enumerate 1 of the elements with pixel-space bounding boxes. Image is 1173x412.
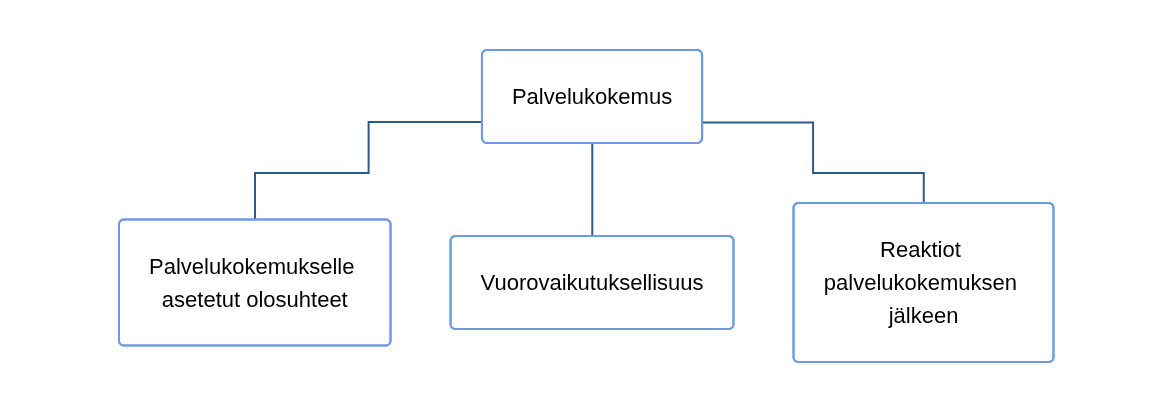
connector (591, 142, 594, 238)
